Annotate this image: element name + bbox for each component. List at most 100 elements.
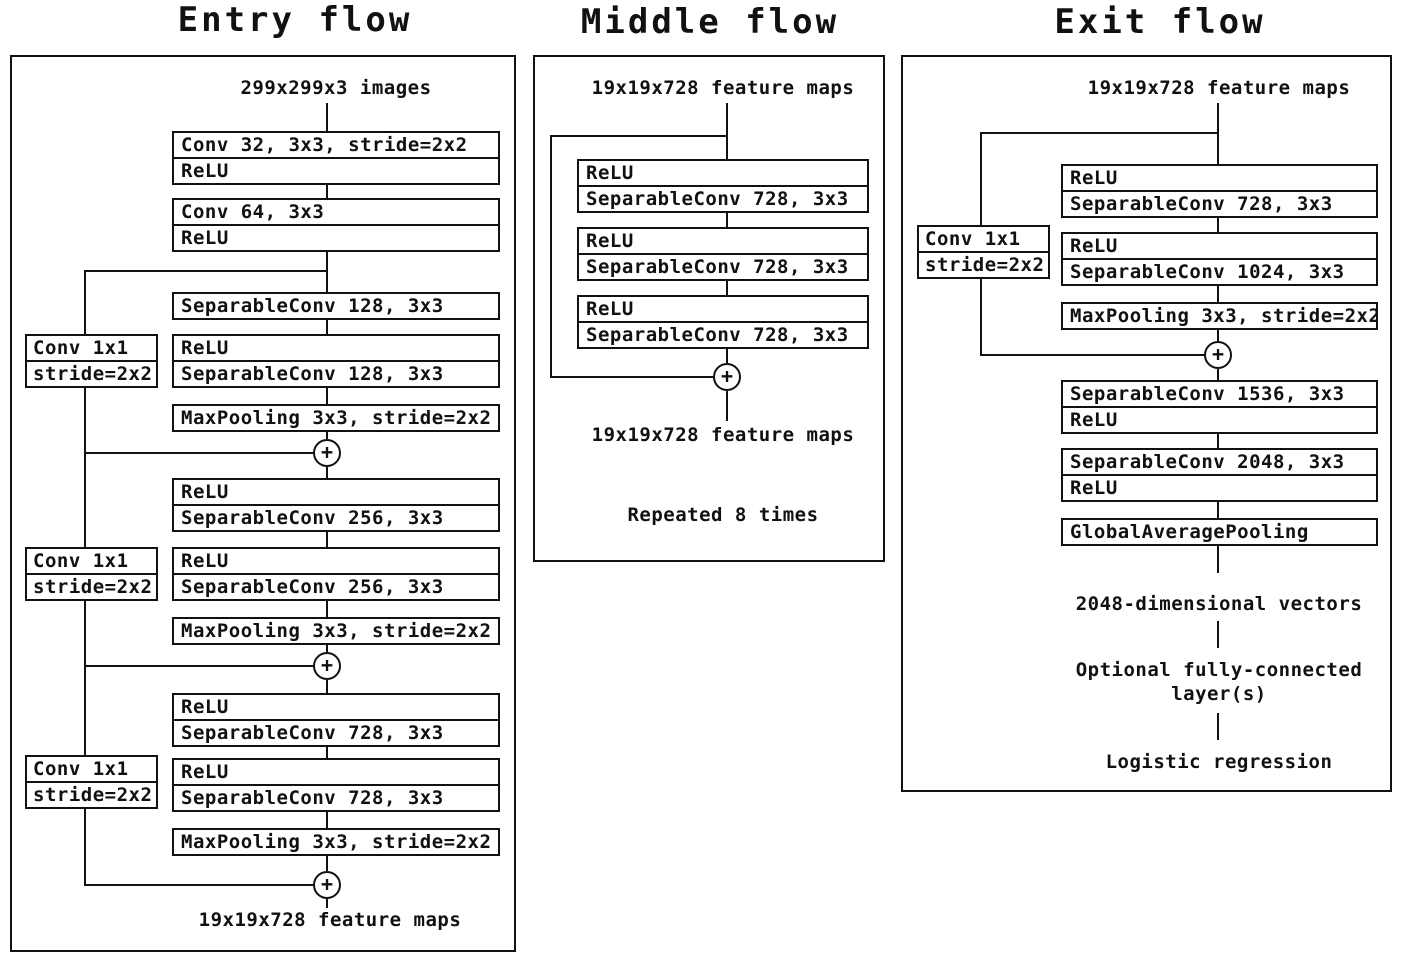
middle-relu-sepconv728-box-1: ReLU SeparableConv 728, 3x3 <box>577 159 869 213</box>
layer-row: ReLU <box>586 298 634 320</box>
middle-input-label: 19x19x728 feature maps <box>591 77 855 99</box>
relu-sepconv256-box-2: ReLU SeparableConv 256, 3x3 <box>172 547 500 601</box>
layer-row: Conv 1x1 <box>33 337 129 359</box>
connector-line <box>326 747 328 758</box>
connector-line <box>1217 330 1219 341</box>
layer-row: ReLU <box>586 230 634 252</box>
exit-input-label: 19x19x728 feature maps <box>1087 77 1351 99</box>
layer-row: SeparableConv 1024, 3x3 <box>1063 258 1376 284</box>
relu-sepconv728-box-1: ReLU SeparableConv 728, 3x3 <box>172 693 500 747</box>
middle-repeat-note: Repeated 8 times <box>627 504 819 526</box>
layer-row: SeparableConv 728, 3x3 <box>174 784 498 810</box>
plus-merge-node: + <box>313 871 341 899</box>
connector-line <box>1217 713 1219 740</box>
exit-relu-sepconv1024-box: ReLU SeparableConv 1024, 3x3 <box>1061 232 1378 286</box>
layer-row: SeparableConv 728, 3x3 <box>579 321 867 347</box>
exit-output-label: Logistic regression <box>1105 751 1333 773</box>
connector-line <box>326 432 328 439</box>
exit-skip-conv1x1-box: Conv 1x1 stride=2x2 <box>917 225 1050 279</box>
layer-row: ReLU <box>181 696 229 718</box>
layer-row: stride=2x2 <box>27 781 156 807</box>
skip-branch-line <box>550 135 728 137</box>
connector-line <box>1217 434 1219 448</box>
skip-line <box>550 135 552 378</box>
relu-sepconv728-box-2: ReLU SeparableConv 728, 3x3 <box>172 758 500 812</box>
skip-merge-line <box>84 884 315 886</box>
connector-line <box>326 252 328 292</box>
layer-row: ReLU <box>1070 167 1118 189</box>
sepconv128-box: SeparableConv 128, 3x3 <box>172 292 500 320</box>
plus-merge-node: + <box>313 652 341 680</box>
layer-row: stride=2x2 <box>919 251 1048 277</box>
skip-conv1x1-box-1: Conv 1x1 stride=2x2 <box>25 334 158 388</box>
skip-merge-line <box>84 665 315 667</box>
layer-row: Conv 32, 3x3, stride=2x2 <box>181 134 468 156</box>
exit-global-average-pooling-box: GlobalAveragePooling <box>1061 518 1378 546</box>
plus-merge-node: + <box>1204 341 1232 369</box>
connector-line <box>1217 286 1219 302</box>
connector-line <box>326 601 328 617</box>
skip-branch-line <box>980 132 1219 134</box>
connector-line <box>726 103 728 159</box>
skip-conv1x1-box-2: Conv 1x1 stride=2x2 <box>25 547 158 601</box>
connector-line <box>726 281 728 295</box>
layer-row: SeparableConv 128, 3x3 <box>174 360 498 386</box>
connector-line <box>726 213 728 227</box>
layer-row: SeparableConv 1536, 3x3 <box>1070 383 1345 405</box>
layer-row: SeparableConv 728, 3x3 <box>174 719 498 745</box>
layer-row: SeparableConv 2048, 3x3 <box>1070 451 1345 473</box>
skip-branch-line <box>84 270 328 272</box>
layer-row: ReLU <box>181 481 229 503</box>
entry-flow-title: Entry flow <box>177 0 413 40</box>
exit-fc-label: Optional fully-connected layer(s) <box>1059 658 1379 706</box>
skip-merge-line <box>980 354 1206 356</box>
layer-row: ReLU <box>174 157 498 183</box>
layer-row: SeparableConv 728, 3x3 <box>579 253 867 279</box>
entry-flow-frame <box>10 55 516 952</box>
layer-row: ReLU <box>1063 406 1376 432</box>
exit-flow-frame <box>901 55 1392 792</box>
entry-input-label: 299x299x3 images <box>240 77 432 99</box>
layer-row: Conv 1x1 <box>33 550 129 572</box>
connector-line <box>326 680 328 693</box>
layer-row: ReLU <box>586 162 634 184</box>
connector-line <box>726 349 728 363</box>
relu-sepconv256-box-1: ReLU SeparableConv 256, 3x3 <box>172 478 500 532</box>
exit-relu-sepconv728-box: ReLU SeparableConv 728, 3x3 <box>1061 164 1378 218</box>
skip-merge-line <box>550 376 715 378</box>
connector-line <box>326 532 328 547</box>
maxpool3-box: MaxPooling 3x3, stride=2x2 <box>172 828 500 856</box>
middle-flow-frame <box>533 55 885 562</box>
middle-flow-title: Middle flow <box>580 2 840 42</box>
layer-row: SeparableConv 256, 3x3 <box>174 573 498 599</box>
layer-row: SeparableConv 728, 3x3 <box>579 185 867 211</box>
conv64-box: Conv 64, 3x3 ReLU <box>172 198 500 252</box>
exit-flow-title: Exit flow <box>1054 2 1266 42</box>
layer-row: ReLU <box>1070 235 1118 257</box>
layer-row: GlobalAveragePooling <box>1070 521 1309 543</box>
layer-row: Conv 1x1 <box>33 758 129 780</box>
layer-row: ReLU <box>181 550 229 572</box>
connector-line <box>1217 621 1219 648</box>
exit-vector-label: 2048-dimensional vectors <box>1075 593 1363 615</box>
exit-sepconv1536-box: SeparableConv 1536, 3x3 ReLU <box>1061 380 1378 434</box>
layer-row: Conv 64, 3x3 <box>181 201 325 223</box>
exit-sepconv2048-box: SeparableConv 2048, 3x3 ReLU <box>1061 448 1378 502</box>
layer-row: ReLU <box>181 337 229 359</box>
exit-fc-label-line1: Optional fully-connected <box>1075 659 1363 681</box>
layer-row: MaxPooling 3x3, stride=2x2 <box>181 407 492 429</box>
maxpool2-box: MaxPooling 3x3, stride=2x2 <box>172 617 500 645</box>
layer-row: Conv 1x1 <box>925 228 1021 250</box>
connector-line <box>326 185 328 198</box>
relu-sepconv128-box: ReLU SeparableConv 128, 3x3 <box>172 334 500 388</box>
layer-row: SeparableConv 128, 3x3 <box>181 295 444 317</box>
maxpool1-box: MaxPooling 3x3, stride=2x2 <box>172 404 500 432</box>
connector-line <box>1217 369 1219 380</box>
entry-output-label: 19x19x728 feature maps <box>198 909 462 931</box>
connector-line <box>326 103 328 131</box>
connector-line <box>326 812 328 828</box>
skip-conv1x1-box-3: Conv 1x1 stride=2x2 <box>25 755 158 809</box>
layer-row: stride=2x2 <box>27 360 156 386</box>
connector-line <box>326 388 328 404</box>
